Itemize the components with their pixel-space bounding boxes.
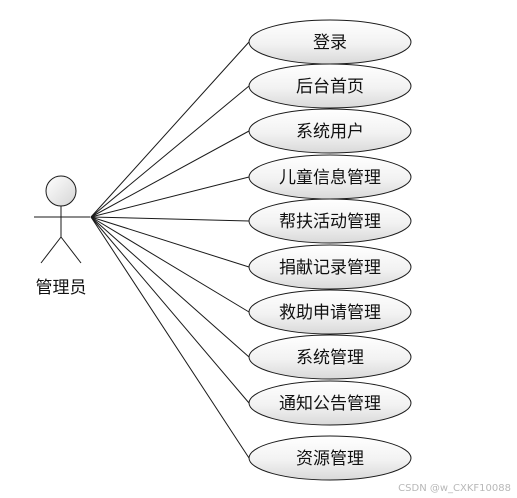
use-case: 儿童信息管理: [248, 154, 412, 200]
association-line: [90, 216, 250, 404]
use-case-ellipse: [248, 63, 412, 109]
use-case-group: 登录后台首页系统用户儿童信息管理帮扶活动管理捐献记录管理救助申请管理系统管理通知…: [248, 19, 412, 481]
use-case-label: 帮扶活动管理: [279, 212, 381, 232]
use-case: 系统管理: [248, 334, 412, 380]
association-lines: [90, 41, 250, 459]
use-case-ellipse: [248, 435, 412, 481]
actor-admin: 管理员: [34, 175, 90, 298]
association-line: [90, 216, 250, 459]
actor-head-icon: [45, 175, 77, 207]
actor-left-leg: [40, 236, 62, 264]
association-line: [90, 176, 250, 218]
use-case-label: 资源管理: [296, 449, 364, 469]
use-case: 系统用户: [248, 108, 412, 154]
use-case-ellipse: [248, 380, 412, 426]
use-case: 登录: [248, 19, 412, 65]
association-line: [90, 41, 250, 218]
association-line: [90, 216, 250, 222]
association-line: [90, 216, 250, 358]
association-line: [90, 85, 250, 218]
use-case-label: 系统管理: [296, 348, 364, 368]
use-case: 资源管理: [248, 435, 412, 481]
use-case: 帮扶活动管理: [248, 198, 412, 244]
association-line: [90, 216, 250, 313]
use-case: 后台首页: [248, 63, 412, 109]
use-case-ellipse: [248, 198, 412, 244]
use-case: 通知公告管理: [248, 380, 412, 426]
watermark: CSDN @w_CXKF10088: [398, 483, 511, 494]
association-line: [90, 130, 250, 218]
use-case: 捐献记录管理: [248, 244, 412, 290]
actor-label: 管理员: [36, 278, 87, 298]
association-line: [90, 216, 250, 268]
use-case-ellipse: [248, 244, 412, 290]
use-case-label: 捐献记录管理: [279, 258, 381, 278]
use-case-ellipse: [248, 334, 412, 380]
use-case-label: 系统用户: [296, 122, 364, 142]
use-case-label: 儿童信息管理: [279, 168, 381, 188]
use-case-ellipse: [248, 289, 412, 335]
use-case: 救助申请管理: [248, 289, 412, 335]
use-case-label: 通知公告管理: [279, 394, 381, 414]
use-case-ellipse: [248, 108, 412, 154]
use-case-label: 后台首页: [296, 77, 364, 97]
actor-right-leg: [60, 236, 82, 264]
use-case-label: 救助申请管理: [279, 303, 381, 323]
use-case-label: 登录: [313, 33, 347, 53]
